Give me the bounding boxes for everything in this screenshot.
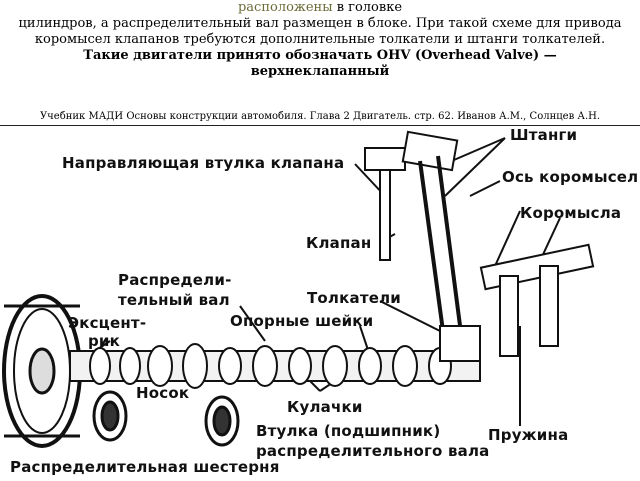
text-line-1: расположены в головке [0, 0, 640, 16]
bearing-sleeves [92, 390, 240, 447]
highlighted-word: расположены [237, 0, 333, 15]
label-rocker-axis: Ось коромысел [502, 168, 639, 186]
label-cams: Кулачки [287, 398, 363, 416]
label-guide-sleeve: Направляющая втулка клапана [62, 154, 345, 172]
diagram-drawing [2, 130, 595, 448]
camshaft [69, 343, 481, 389]
text-line-5: верхнеклапанный [250, 64, 390, 79]
label-spring: Пружина [488, 426, 569, 444]
label-journals: Опорные шейки [230, 312, 374, 330]
label-bearing-line1: Втулка (подшипник) [256, 422, 441, 440]
label-rockers: Коромысла [520, 204, 622, 222]
text-block: расположены в головке цилиндров, а распр… [0, 0, 640, 124]
text-line-2: цилиндров, а распределительный вал разме… [18, 16, 622, 31]
label-camshaft-line2: тельный вал [118, 291, 230, 309]
text-line-1-rest: в головке [332, 0, 403, 15]
label-nose: Носок [136, 384, 190, 402]
source-caption: Учебник МАДИ Основы конструкции автомоби… [39, 111, 601, 122]
text-line-3: коромысел клапанов требуются дополнитель… [34, 32, 606, 47]
label-gear: Распределительная шестерня [10, 458, 280, 476]
label-eccentric-line1: Эксцент- [68, 314, 147, 332]
label-camshaft-line1: Распредели- [118, 271, 232, 289]
label-valve: Клапан [306, 234, 372, 252]
text-line-4: Такие двигатели принято обозначать OHV (… [83, 48, 557, 63]
valve-assembly [364, 130, 595, 362]
label-bearing-line2: распределительного вала [256, 442, 490, 460]
label-lifters: Толкатели [307, 289, 401, 307]
label-pushrods: Штанги [510, 126, 578, 144]
label-eccentric-line2: рик [88, 332, 121, 350]
engine-diagram: Направляющая втулка клапана Штанги Ось к… [0, 125, 640, 481]
